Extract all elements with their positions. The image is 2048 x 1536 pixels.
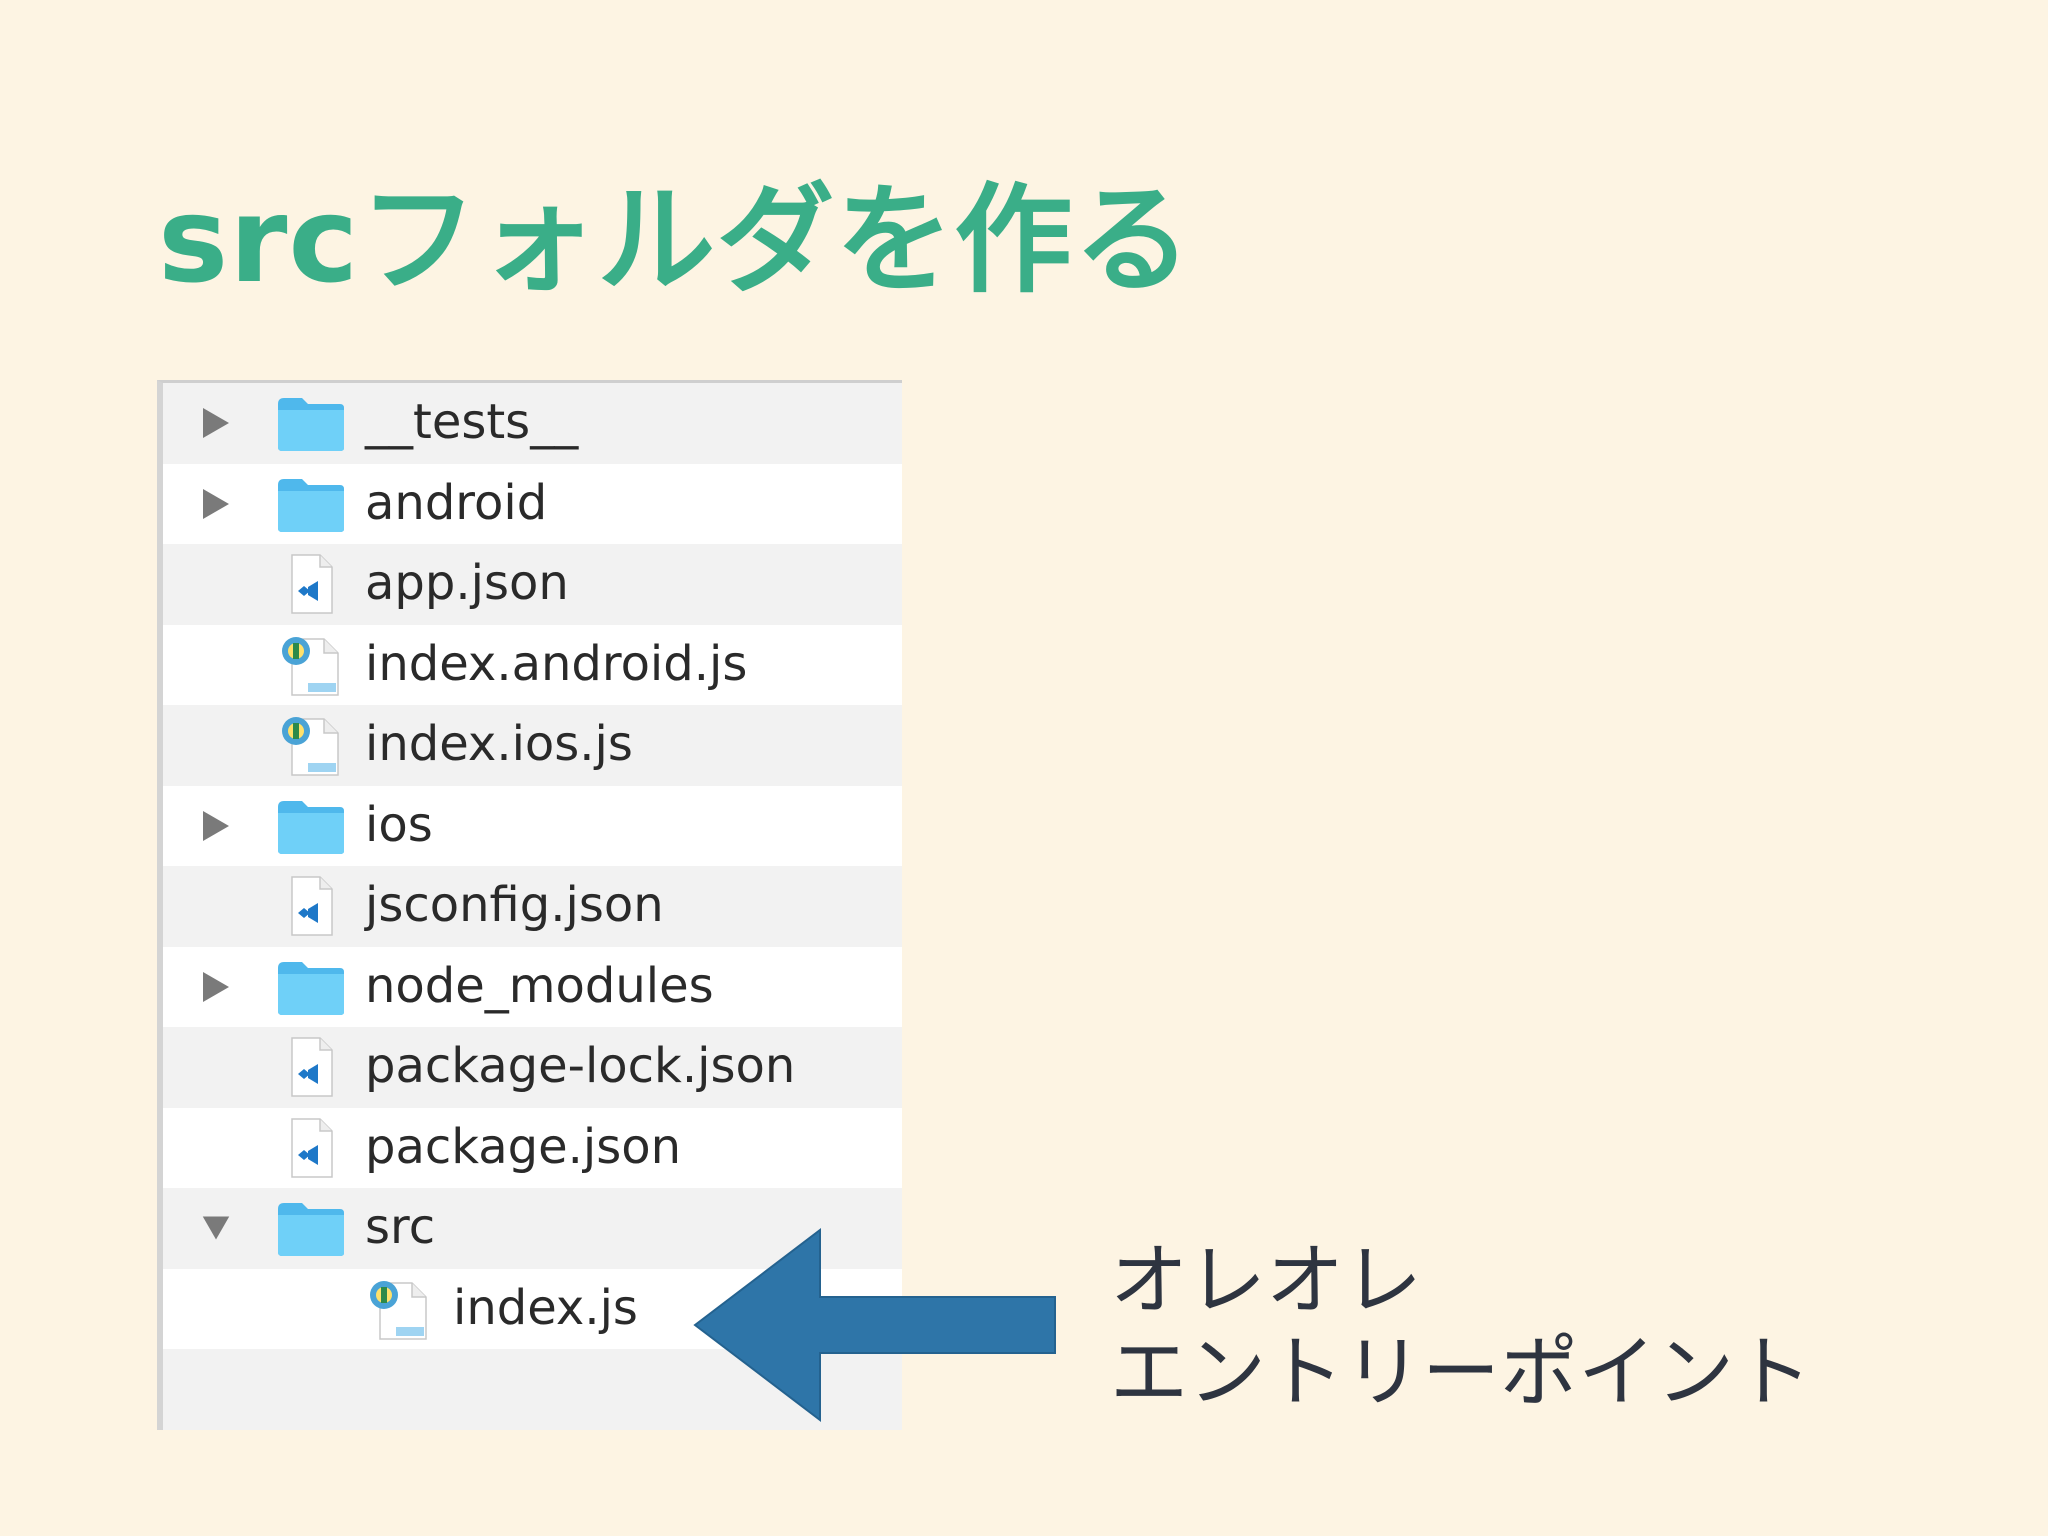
file-row-android[interactable]: android xyxy=(163,463,902,544)
folder-icon xyxy=(275,472,347,536)
disclosure-down-icon[interactable] xyxy=(201,1211,231,1245)
file-name: index.ios.js xyxy=(365,716,633,773)
folder-icon xyxy=(275,794,347,858)
disclosure-right-icon[interactable] xyxy=(201,406,231,440)
folder-icon xyxy=(275,955,347,1019)
javascript-file-icon xyxy=(363,1277,435,1341)
file-name: package-lock.json xyxy=(365,1038,796,1095)
file-name: app.json xyxy=(365,555,569,612)
vscode-json-file-icon xyxy=(275,1035,347,1099)
folder-icon xyxy=(275,1196,347,1260)
file-name: __tests__ xyxy=(365,394,579,451)
file-name: android xyxy=(365,474,548,531)
file-name: node_modules xyxy=(365,957,714,1014)
arrow-left-icon xyxy=(693,1227,1056,1423)
slide-title: srcフォルダを作る xyxy=(158,171,1193,309)
annotation-line-1: オレオレ xyxy=(1110,1236,1423,1326)
disclosure-right-icon[interactable] xyxy=(201,970,231,1004)
file-row-src[interactable]: src xyxy=(163,1188,902,1269)
disclosure-right-icon[interactable] xyxy=(201,809,231,843)
file-name: index.js xyxy=(453,1279,638,1336)
folder-icon xyxy=(275,391,347,455)
file-row-jsconfig-json[interactable]: jsconfig.json xyxy=(163,866,902,947)
file-row-ios[interactable]: ios xyxy=(163,785,902,866)
file-name: ios xyxy=(365,796,433,853)
file-name: src xyxy=(365,1199,436,1256)
file-row-package-lock-json[interactable]: package-lock.json xyxy=(163,1027,902,1108)
file-row-package-json[interactable]: package.json xyxy=(163,1107,902,1188)
javascript-file-icon xyxy=(275,633,347,697)
annotation-line-2: エントリーポイント xyxy=(1110,1328,1813,1418)
file-row-tests[interactable]: __tests__ xyxy=(163,383,902,464)
file-name: jsconfig.json xyxy=(365,877,664,934)
file-name: package.json xyxy=(365,1118,682,1175)
file-row-node-modules[interactable]: node_modules xyxy=(163,946,902,1027)
javascript-file-icon xyxy=(275,713,347,777)
file-row-index-ios-js[interactable]: index.ios.js xyxy=(163,705,902,786)
file-row-index-android-js[interactable]: index.android.js xyxy=(163,624,902,705)
file-row-app-json[interactable]: app.json xyxy=(163,544,902,625)
vscode-json-file-icon xyxy=(275,1116,347,1180)
annotation-text: オレオレ エントリーポイント xyxy=(1110,1235,1812,1419)
vscode-json-file-icon xyxy=(275,552,347,616)
file-tree-panel: __tests__ android app.json xyxy=(157,380,902,1430)
vscode-json-file-icon xyxy=(275,874,347,938)
file-name: index.android.js xyxy=(365,635,748,692)
disclosure-right-icon[interactable] xyxy=(201,487,231,521)
